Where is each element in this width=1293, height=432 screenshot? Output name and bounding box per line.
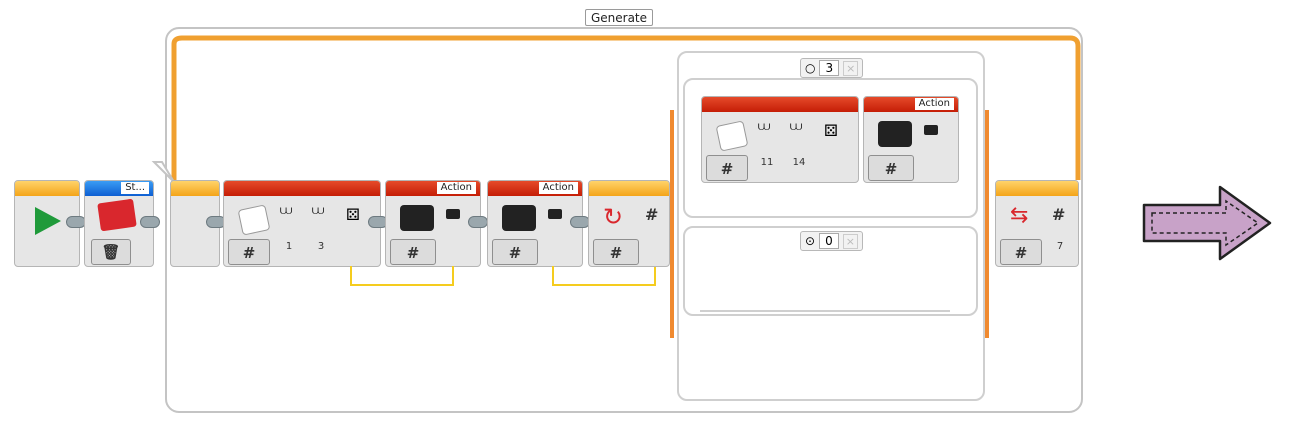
case-close-1[interactable]: × (843, 60, 859, 76)
action-block-3[interactable]: Action # (863, 96, 959, 183)
compare-block[interactable]: ↻ # # (588, 180, 670, 267)
data-wire-2 (552, 266, 656, 286)
upper-limit-icon: ⩊ (312, 203, 325, 217)
action-header-2: Action (488, 181, 582, 196)
storage-header: St... (85, 181, 153, 196)
random-block-1[interactable]: ⩊ ⩊ ⚄ # 1 3 (223, 180, 381, 267)
trash-icon[interactable]: 🗑 (91, 239, 131, 265)
briefcase-icon-3 (878, 121, 912, 147)
switch-right-bar (985, 110, 989, 338)
loop-frame (165, 27, 1083, 413)
dice-small-icon: ⚄ (346, 205, 360, 224)
storage-icon (97, 198, 137, 232)
case-tab-1[interactable]: ○ 3 × (800, 58, 864, 78)
compare-input[interactable]: # (593, 239, 639, 265)
random-header-2 (702, 97, 858, 112)
action-block-2[interactable]: Action # (487, 180, 583, 267)
start-header (15, 181, 79, 196)
storage-block-label: St... (121, 182, 149, 194)
case-radio-1[interactable]: ○ (805, 61, 816, 75)
switch-left-bar (670, 110, 674, 338)
loop-end-input[interactable]: # (1000, 239, 1042, 265)
random-output-1[interactable]: # (228, 239, 270, 265)
dice-icon (237, 204, 271, 236)
random-output-2[interactable]: # (706, 155, 748, 181)
upper-value-2[interactable]: 14 (792, 157, 806, 168)
action-label-2: Action (538, 182, 578, 194)
loop-label[interactable]: Generate (585, 9, 653, 26)
action-plug-2[interactable] (570, 216, 590, 228)
upper-value-1[interactable]: 3 (317, 241, 325, 252)
loop-end-block[interactable]: ⇆ # # 7 (995, 180, 1079, 267)
action-label-3: Action (914, 98, 954, 110)
case-radio-2[interactable]: ⊙ (805, 234, 816, 248)
action-input-2[interactable]: # (492, 239, 538, 265)
random-block-2[interactable]: ⩊ ⩊ ⚄ # 11 14 (701, 96, 859, 183)
loop-wire (151, 35, 1081, 183)
action-block-1[interactable]: Action # (385, 180, 481, 267)
loop-start-header (171, 181, 219, 196)
briefcase-icon-1 (400, 205, 434, 231)
lower-value-2[interactable]: 11 (760, 157, 774, 168)
action-header-1: Action (386, 181, 480, 196)
lower-value-1[interactable]: 1 (285, 241, 293, 252)
loop-end-hash-out[interactable]: # (1052, 205, 1066, 224)
compare-header (589, 181, 669, 196)
case-value-1[interactable]: 3 (819, 60, 840, 76)
start-block[interactable] (14, 180, 80, 267)
lower-limit-icon: ⩊ (280, 203, 293, 217)
upper-limit-icon-2: ⩊ (790, 119, 803, 133)
loop-condition-icon: ⇆ (1010, 203, 1029, 228)
loop-end-header (996, 181, 1078, 196)
data-wire-1 (350, 266, 454, 286)
briefcase-small-icon-1 (446, 209, 460, 219)
dice-icon-2 (715, 120, 749, 152)
start-plug[interactable] (66, 216, 86, 228)
case-value-2[interactable]: 0 (819, 233, 839, 249)
switch-case-2[interactable] (683, 226, 978, 316)
storage-block[interactable]: St... 🗑 (84, 180, 154, 267)
briefcase-small-icon-2 (548, 209, 562, 219)
lower-limit-icon-2: ⩊ (758, 119, 771, 133)
loop-end-value[interactable]: 7 (1056, 241, 1064, 252)
storage-plug[interactable] (140, 216, 160, 228)
action-label-1: Action (436, 182, 476, 194)
case-close-2[interactable]: × (842, 233, 858, 249)
continue-arrow-icon (1142, 185, 1272, 261)
loop-start-block[interactable] (170, 180, 220, 267)
action-input-1[interactable]: # (390, 239, 436, 265)
dice-small-icon-2: ⚄ (824, 121, 838, 140)
case-2-sequence-line (700, 310, 950, 312)
compare-hash-out[interactable]: # (645, 205, 659, 224)
action-plug-1[interactable] (468, 216, 488, 228)
play-icon[interactable] (35, 207, 61, 235)
switch-icon: ↻ (603, 203, 624, 231)
action-input-3[interactable]: # (868, 155, 914, 181)
case-tab-2[interactable]: ⊙ 0 × (800, 231, 863, 251)
briefcase-small-icon-3 (924, 125, 938, 135)
random-header-1 (224, 181, 380, 196)
briefcase-icon-2 (502, 205, 536, 231)
action-header-3: Action (864, 97, 958, 112)
